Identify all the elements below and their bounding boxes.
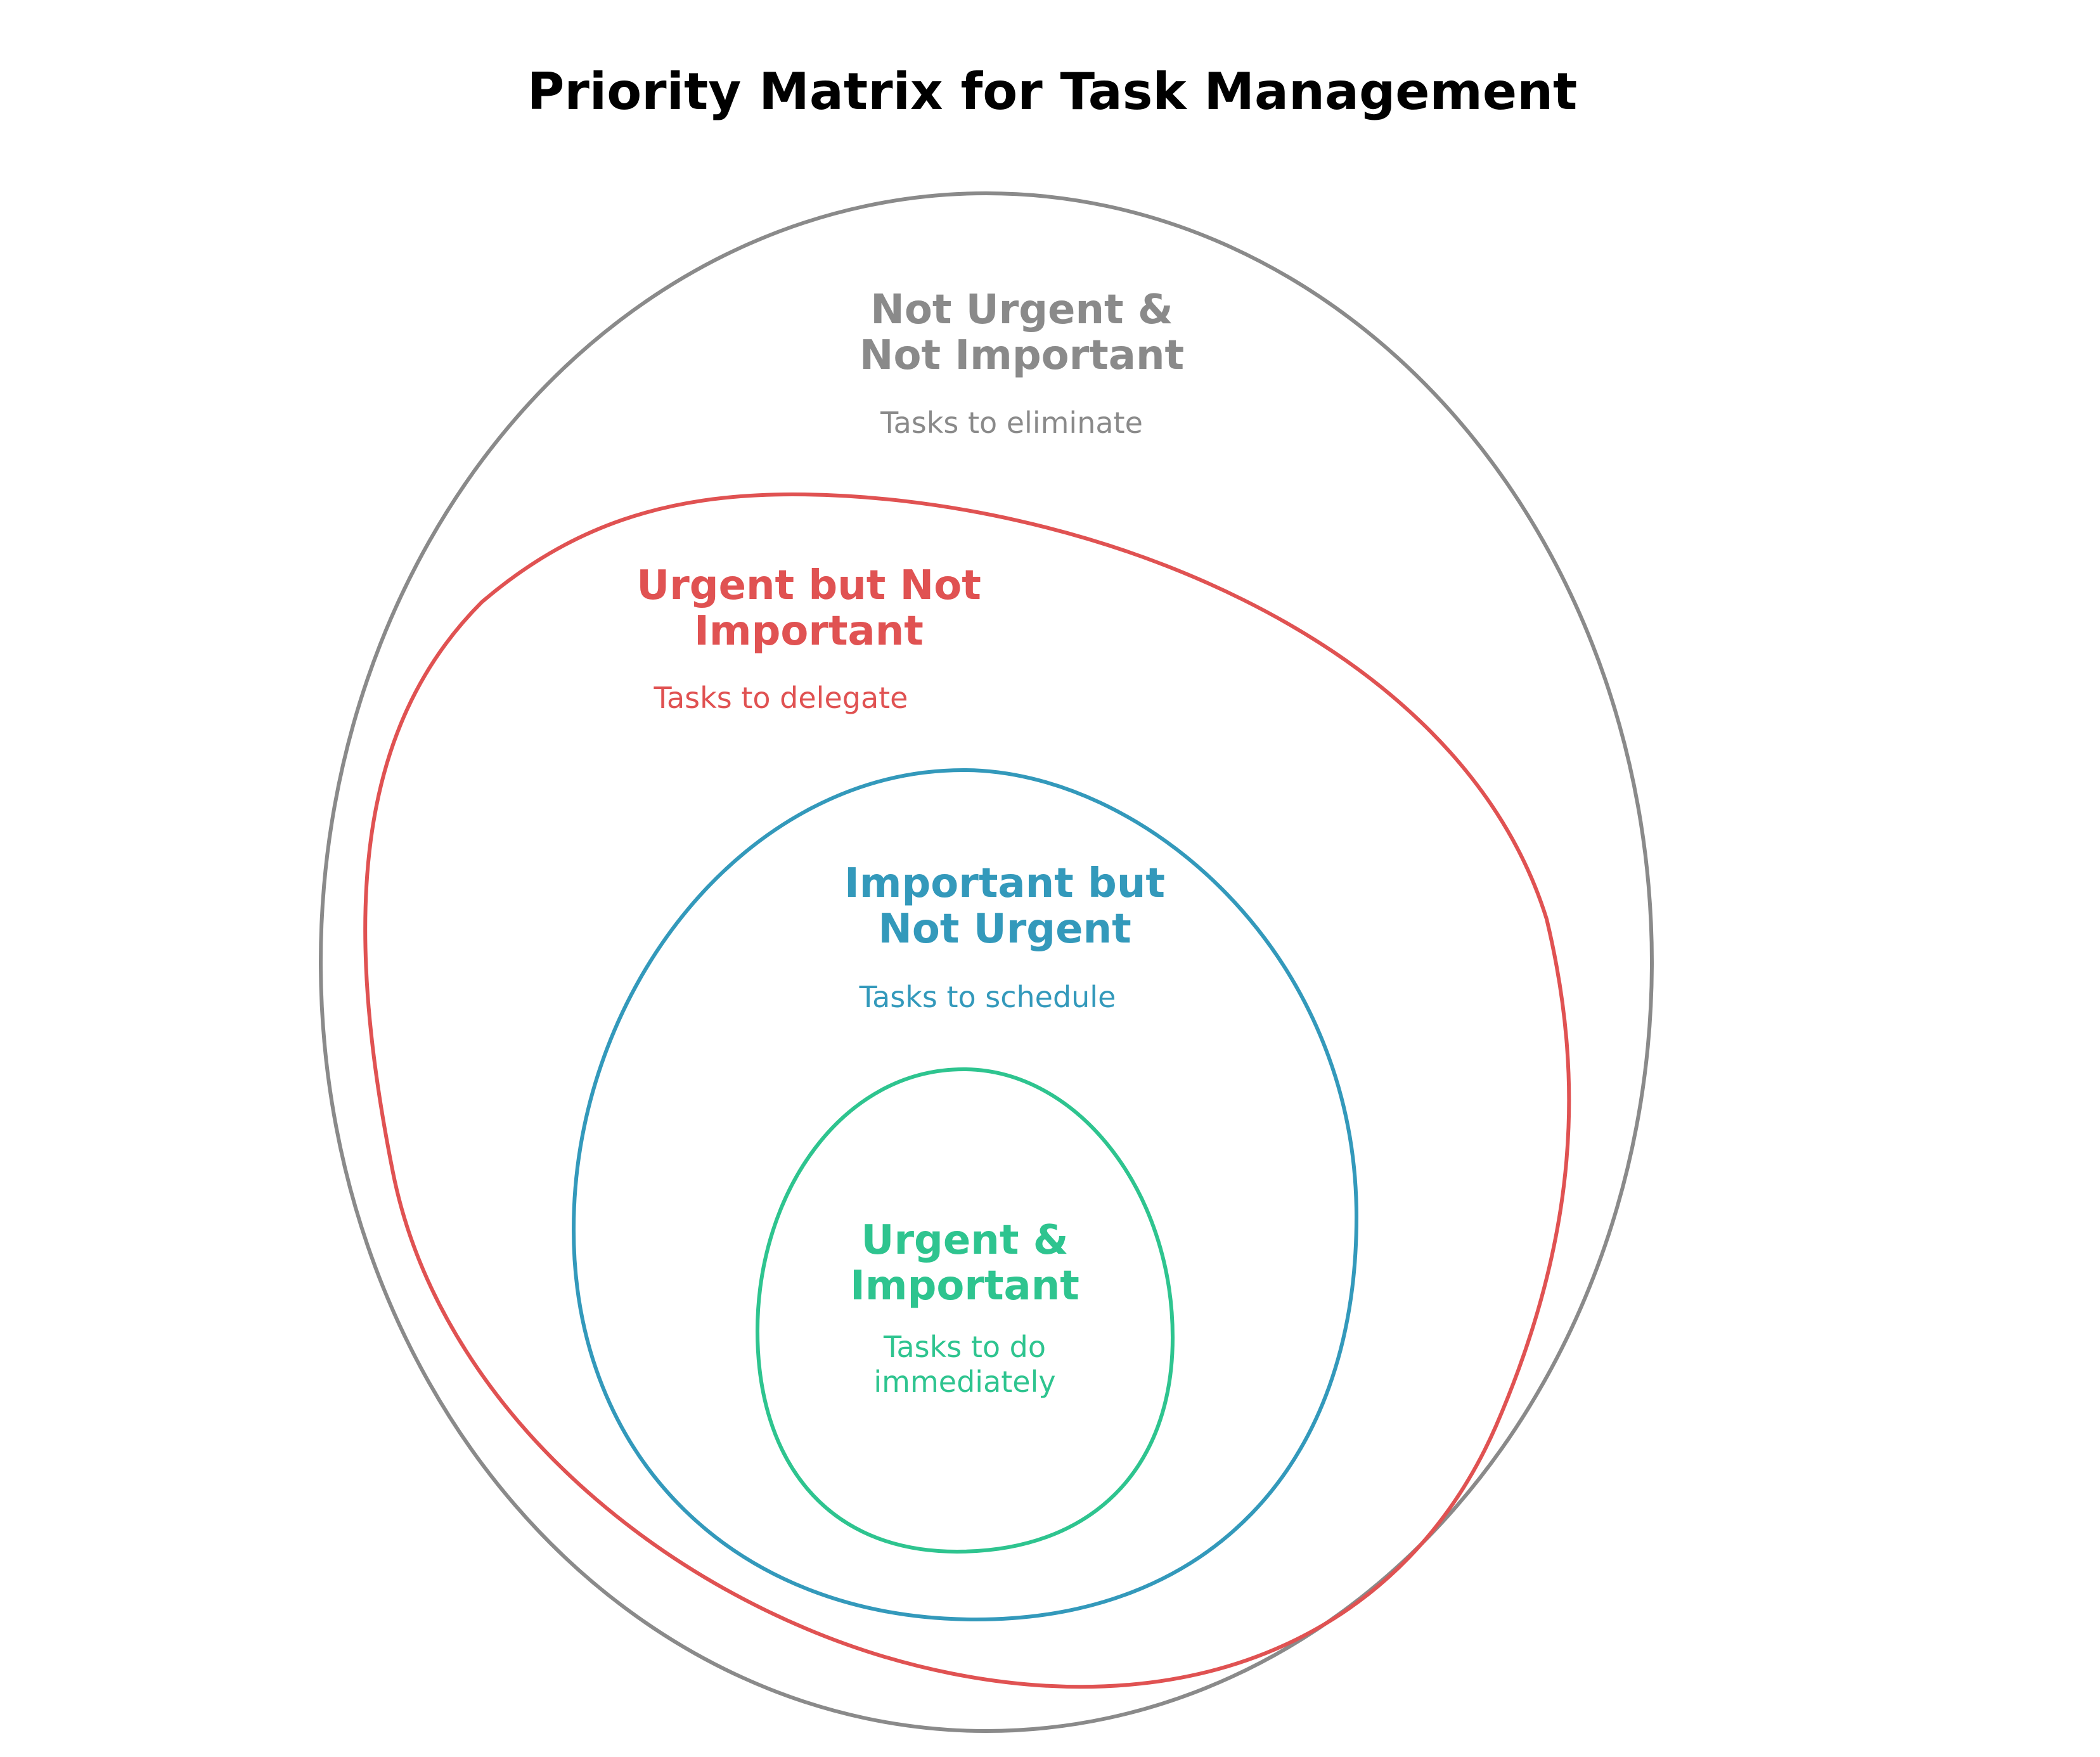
- region-do-subtitle-line2: immediately: [873, 1365, 1055, 1399]
- region-eliminate: Not Urgent & Not Important Tasks to elim…: [319, 191, 1654, 1733]
- region-delegate: Urgent but Not Important Tasks to delega…: [363, 492, 1571, 1689]
- region-do-heading-line1: Urgent &: [861, 1217, 1069, 1264]
- region-eliminate-boundary: [319, 191, 1654, 1733]
- region-schedule-heading-line1: Important but: [844, 860, 1165, 907]
- region-schedule-boundary: [571, 768, 1359, 1622]
- region-delegate-heading-line2: Important: [694, 608, 924, 655]
- region-delegate-boundary: [363, 492, 1571, 1689]
- region-delegate-subtitle: Tasks to delegate: [654, 681, 908, 715]
- region-do-boundary: [755, 1067, 1175, 1554]
- region-eliminate-heading-line1: Not Urgent &: [870, 286, 1173, 333]
- region-eliminate-heading-line2: Not Important: [860, 332, 1184, 379]
- region-do-heading-line2: Important: [850, 1263, 1079, 1310]
- region-schedule-subtitle: Tasks to schedule: [859, 980, 1116, 1014]
- region-schedule-heading-line2: Not Urgent: [878, 906, 1131, 953]
- region-eliminate-subtitle: Tasks to eliminate: [880, 406, 1143, 440]
- region-delegate-heading-line1: Urgent but Not: [636, 562, 981, 609]
- region-do-subtitle-line1: Tasks to do: [883, 1330, 1046, 1364]
- diagram-title: Priority Matrix for Task Management: [527, 62, 1578, 121]
- region-schedule: Important but Not Urgent Tasks to schedu…: [571, 768, 1359, 1622]
- region-do: Urgent & Important Tasks to do immediate…: [755, 1067, 1175, 1554]
